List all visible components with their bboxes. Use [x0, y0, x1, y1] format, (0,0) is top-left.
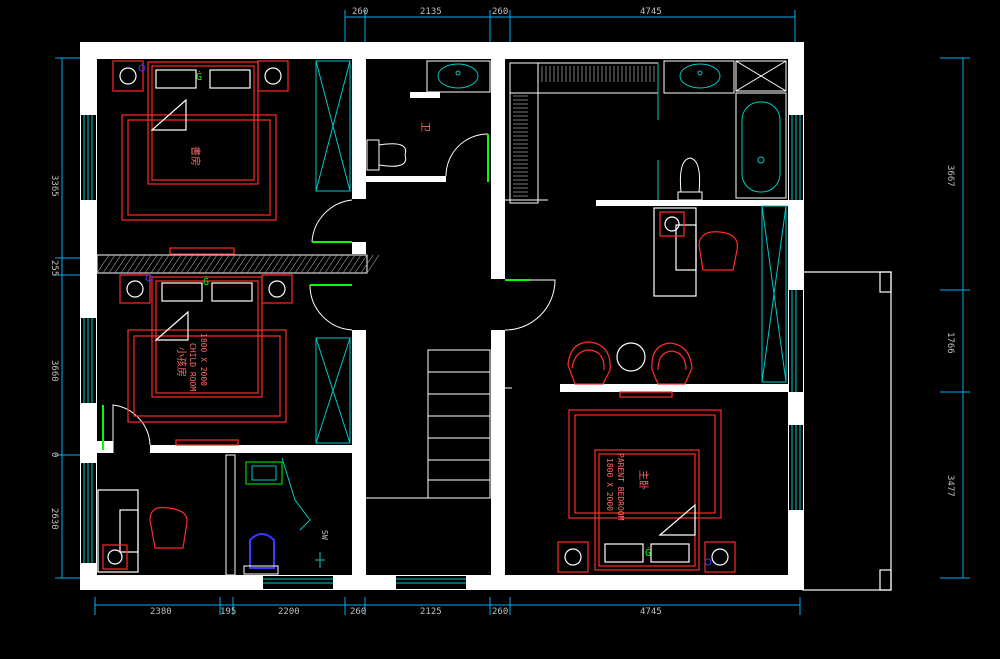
dim-bottom-2: 195 [220, 607, 236, 617]
dim-top-4: 4745 [640, 7, 662, 17]
dim-left-2: 255 [49, 260, 59, 276]
wardrobes [315, 60, 787, 444]
dim-left-1: 3365 [49, 175, 59, 197]
svg-text:Ġ: Ġ [196, 70, 202, 83]
furniture [97, 60, 738, 573]
dim-right-1: 3667 [945, 165, 955, 187]
sw-label: SW [320, 530, 329, 540]
hatched-wall [96, 254, 380, 274]
bath-toilet-small [225, 454, 325, 576]
staircase [366, 349, 512, 499]
dim-bottom-1: 2380 [150, 607, 172, 617]
svg-text:Ġ: Ġ [645, 546, 651, 559]
dim-left-3: 3660 [49, 360, 59, 382]
room-labels: 書房 卫 小孩房 CHILD ROOM 1800 X 2000 主卧 PAREN… [175, 122, 650, 540]
dimension-text: 260 2135 260 4745 2380 195 2200 260 2125… [49, 7, 955, 617]
walk-in-closet [505, 62, 659, 204]
dim-bottom-5: 2125 [420, 607, 442, 617]
master-bed-size: 1800 X 2000 [605, 458, 614, 511]
child-bed-size: 1800 X 2000 [199, 333, 208, 386]
child-room-label-en: CHILD ROOM [188, 343, 197, 391]
dim-top-2: 2135 [420, 7, 442, 17]
bathroom-fixtures [366, 60, 787, 201]
bath-label: 卫 [419, 122, 430, 132]
windows [81, 115, 803, 589]
interior-walls [97, 59, 788, 575]
dim-bottom-3: 2200 [278, 607, 300, 617]
master-room-label: 主卧 [637, 470, 650, 490]
door-leaves [102, 134, 530, 450]
study-label: 書房 [189, 146, 202, 166]
dim-left-4: 0 [49, 452, 59, 457]
dim-right-2: 1766 [945, 332, 955, 354]
dim-top-3: 260 [492, 7, 508, 17]
dim-bottom-7: 4745 [640, 607, 662, 617]
dim-bottom-4: 260 [350, 607, 366, 617]
dim-bottom-6: 260 [492, 607, 508, 617]
dim-left-5: 2630 [49, 508, 59, 530]
child-room-label: 小孩房 [175, 347, 188, 377]
dim-top-1: 260 [352, 7, 368, 17]
dim-right-3: 3477 [945, 475, 955, 497]
markers: Ġ Ġ Ġ [138, 64, 712, 566]
svg-text:Ġ: Ġ [203, 275, 209, 288]
master-room-label-en: PARENT BEDROOM [616, 453, 625, 521]
